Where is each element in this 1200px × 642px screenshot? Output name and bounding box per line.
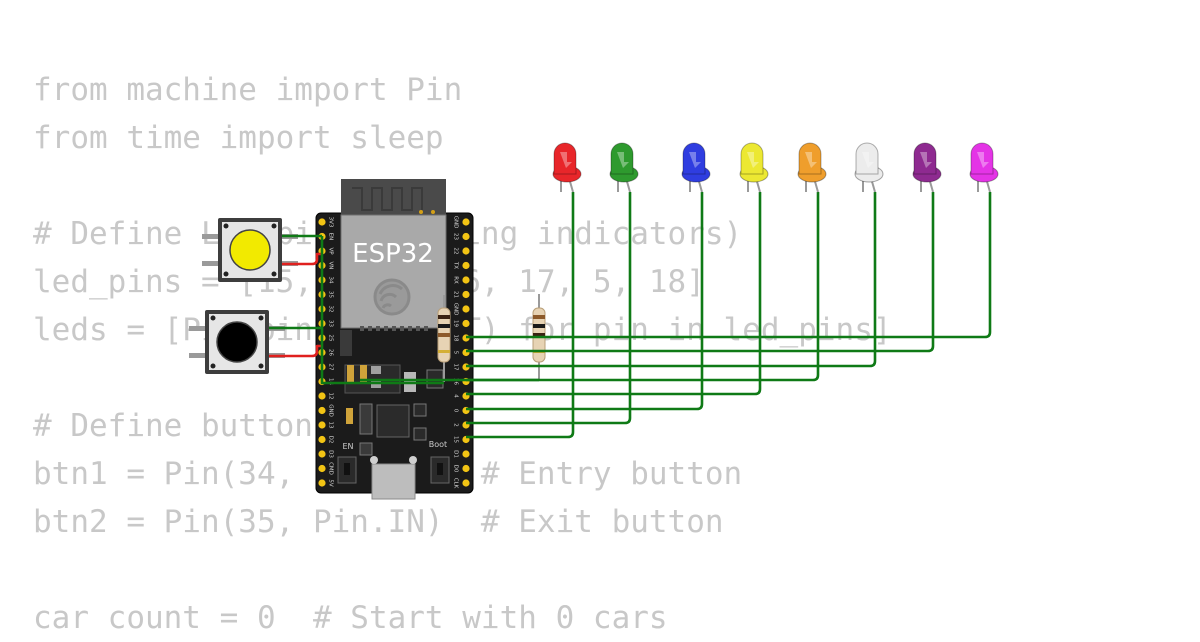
left-pin[interactable]: [318, 421, 326, 429]
esp-logo-icon: [373, 278, 411, 316]
led-5[interactable]: [797, 142, 827, 193]
left-pin[interactable]: [318, 392, 326, 400]
module-pads: [340, 326, 428, 356]
right-pin-label: 23: [453, 233, 459, 240]
left-pin-label: 5V: [328, 479, 334, 486]
right-pin-label: 22: [453, 248, 459, 255]
left-pin-label: VP: [328, 247, 334, 255]
yellow-push-button[interactable]: [202, 218, 298, 282]
en-label: EN: [342, 442, 353, 451]
right-pin-label: 15: [453, 436, 459, 443]
right-pin[interactable]: [462, 305, 470, 313]
right-pin-label: GND: [453, 303, 459, 316]
esp32-module-label: ESP32: [352, 239, 434, 269]
left-pin-header: 3V3ENVPVN343532332526271412GND13D2D3CMD5…: [318, 217, 334, 487]
led-8[interactable]: [969, 142, 999, 193]
code-line: # Define buttons: [33, 408, 332, 444]
left-pin-label: EN: [328, 233, 334, 241]
right-pin-label: CLK: [453, 478, 459, 489]
code-line: btn2 = Pin(35, Pin.IN) # Exit button: [33, 504, 724, 540]
right-pin[interactable]: [462, 247, 470, 255]
right-pin-label: 21: [453, 291, 459, 298]
left-pin[interactable]: [318, 406, 326, 415]
left-pin-label: 26: [328, 349, 334, 356]
left-pin-label: D3: [328, 450, 334, 458]
right-pin-label: 17: [453, 364, 459, 371]
right-pin-label: GND: [453, 216, 459, 229]
led-3[interactable]: [681, 142, 711, 193]
left-pin[interactable]: [318, 479, 326, 487]
left-pin[interactable]: [318, 464, 326, 473]
left-pin-label: 27: [328, 364, 334, 371]
left-pin-label: 34: [328, 277, 334, 284]
led-2[interactable]: [609, 142, 639, 193]
left-pin-label: 25: [328, 335, 334, 342]
led-4[interactable]: [739, 142, 769, 193]
right-pin-label: D0: [453, 465, 459, 473]
left-pin-label: 3V3: [328, 217, 334, 228]
left-pin-label: 32: [328, 306, 334, 313]
right-pin-label: 0: [453, 409, 459, 413]
right-pin-label: 5: [453, 351, 459, 355]
left-pin[interactable]: [318, 450, 326, 458]
right-pin-label: 4: [453, 394, 459, 398]
left-pin-label: 13: [328, 422, 334, 429]
right-pin-label: 16: [453, 378, 459, 385]
code-line: from machine import Pin: [33, 72, 463, 108]
left-pin-label: D2: [328, 436, 334, 444]
wires: [269, 192, 992, 439]
right-pin-label: 19: [453, 320, 459, 327]
right-pin[interactable]: [462, 319, 470, 328]
led-6[interactable]: [854, 142, 884, 193]
left-pin-label: 33: [328, 320, 334, 327]
led-1[interactable]: [552, 142, 582, 193]
left-pin[interactable]: [318, 218, 326, 226]
esp32-board[interactable]: ESP32 EN: [315, 179, 474, 500]
right-pin[interactable]: [462, 479, 470, 487]
right-pin[interactable]: [462, 276, 470, 284]
right-pin[interactable]: [462, 232, 470, 241]
right-pin[interactable]: [462, 290, 470, 299]
right-pin-label: RX: [453, 276, 459, 284]
right-pin[interactable]: [462, 450, 470, 458]
left-pin-label: GND: [328, 404, 334, 417]
right-pin-label: 18: [453, 335, 459, 342]
resistor-1[interactable]: [437, 295, 451, 382]
led-7[interactable]: [912, 142, 942, 193]
black-push-button[interactable]: [189, 310, 285, 374]
left-pin[interactable]: [318, 435, 326, 444]
usb-port[interactable]: [371, 463, 416, 500]
right-pin-label: D1: [453, 450, 459, 458]
right-pin-label: TX: [453, 261, 459, 269]
code-line: from time import sleep: [33, 120, 444, 156]
right-pin[interactable]: [462, 464, 470, 473]
left-pin-label: 35: [328, 291, 334, 298]
boot-label: Boot: [429, 440, 447, 449]
left-pin-label: VN: [328, 262, 334, 270]
left-pin-label: CMD: [328, 462, 334, 475]
right-pin-label: 2: [453, 423, 459, 427]
right-pin[interactable]: [462, 261, 470, 270]
left-pin-label: 12: [328, 393, 334, 400]
esp32-antenna: [341, 179, 446, 219]
right-pin[interactable]: [462, 218, 470, 226]
